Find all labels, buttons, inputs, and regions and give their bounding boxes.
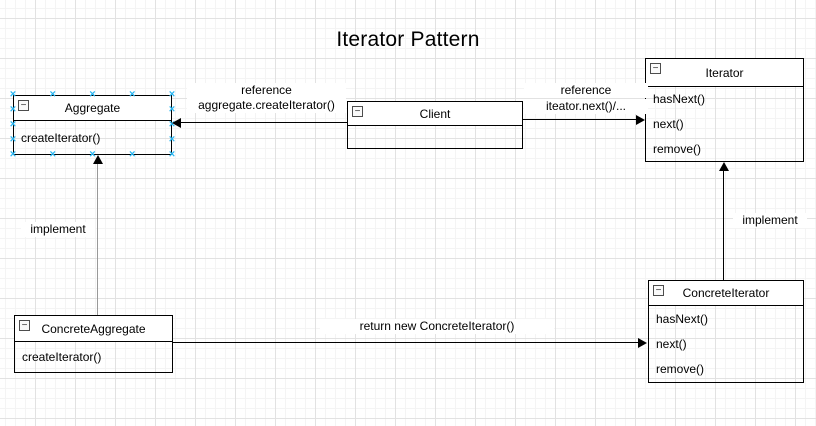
empty-row[interactable] (348, 126, 522, 148)
connection-point-handle-icon[interactable]: × (168, 88, 176, 101)
class-header-iterator[interactable]: − Iterator (646, 59, 803, 87)
connection-point-handle-icon[interactable]: × (49, 88, 56, 101)
class-title: ConcreteIterator (682, 286, 770, 300)
class-title: ConcreteAggregate (41, 321, 146, 336)
arrowhead-right-icon (636, 115, 645, 125)
method-row[interactable]: next() (656, 336, 687, 351)
diagram-title[interactable]: Iterator Pattern (336, 28, 480, 51)
edge-concrete-iterator-to-iterator[interactable] (723, 166, 724, 280)
connection-point-handle-icon[interactable]: × (168, 103, 176, 116)
connection-point-handle-icon[interactable]: × (9, 148, 17, 161)
edge-client-to-iterator[interactable] (522, 119, 639, 120)
connection-point-handle-icon[interactable]: × (9, 88, 17, 101)
method-row[interactable]: remove() (656, 362, 705, 377)
edge-label[interactable]: implement (21, 222, 95, 237)
connection-point-handle-icon[interactable]: × (129, 88, 136, 101)
edge-label[interactable]: reference (187, 83, 346, 98)
edge-client-to-aggregate[interactable] (176, 122, 347, 123)
class-title: Aggregate (64, 101, 121, 115)
connection-point-handle-icon[interactable]: × (9, 118, 17, 131)
connection-point-handle-icon[interactable]: × (9, 103, 17, 116)
edge-label[interactable]: aggregate.createIterator() (187, 98, 346, 113)
method-row[interactable]: createIterator() (21, 130, 101, 145)
arrowhead-right-icon (638, 338, 647, 348)
edge-label[interactable]: iteator.next()/... (524, 99, 648, 114)
method-row[interactable]: next() (653, 117, 684, 131)
method-row[interactable]: remove() (653, 141, 702, 156)
class-box-concrete-aggregate[interactable]: − ConcreteAggregate createIterator() (14, 315, 173, 373)
collapse-icon[interactable]: − (18, 100, 29, 111)
class-box-iterator[interactable]: − Iterator hasNext() next() remove() (645, 58, 804, 162)
connection-point-handle-icon[interactable]: × (89, 148, 96, 161)
connection-point-handle-icon[interactable]: × (129, 148, 136, 161)
class-title: Client (419, 106, 451, 121)
edge-concrete-aggregate-to-concrete-iterator[interactable] (172, 342, 640, 343)
selection-handles: ×××××××××××××××× (9, 89, 176, 160)
class-box-aggregate[interactable]: − Aggregate createIterator() (13, 95, 172, 155)
collapse-icon[interactable]: − (650, 63, 661, 74)
edge-label[interactable]: implement (733, 213, 807, 228)
connection-point-handle-icon[interactable]: × (89, 88, 96, 101)
class-box-client[interactable]: − Client (347, 101, 523, 149)
connection-point-handle-icon[interactable]: × (168, 148, 176, 161)
method-row[interactable]: hasNext() (656, 311, 709, 326)
collapse-icon[interactable]: − (653, 285, 664, 296)
arrowhead-up-icon (719, 162, 729, 171)
class-header-aggregate[interactable]: − Aggregate (14, 96, 171, 121)
connection-point-handle-icon[interactable]: × (9, 133, 17, 146)
method-row[interactable]: hasNext() (653, 92, 706, 107)
edge-concrete-aggregate-to-aggregate[interactable] (97, 163, 98, 315)
collapse-icon[interactable]: − (352, 106, 363, 117)
edge-label[interactable]: return new ConcreteIterator() (320, 319, 554, 334)
connection-point-handle-icon[interactable]: × (49, 148, 56, 161)
edge-label[interactable]: reference (524, 83, 648, 98)
arrowhead-left-icon (172, 118, 181, 128)
method-row[interactable]: createIterator() (22, 350, 102, 364)
class-title: Iterator (705, 65, 744, 80)
class-header-concrete-iterator[interactable]: − ConcreteIterator (649, 281, 803, 306)
class-header-concrete-aggregate[interactable]: − ConcreteAggregate (15, 316, 172, 342)
class-box-concrete-iterator[interactable]: − ConcreteIterator hasNext() next() remo… (648, 280, 804, 383)
connection-point-handle-icon[interactable]: × (168, 133, 176, 146)
arrowhead-up-icon (93, 155, 103, 164)
class-header-client[interactable]: − Client (348, 102, 522, 126)
collapse-icon[interactable]: − (19, 320, 30, 331)
